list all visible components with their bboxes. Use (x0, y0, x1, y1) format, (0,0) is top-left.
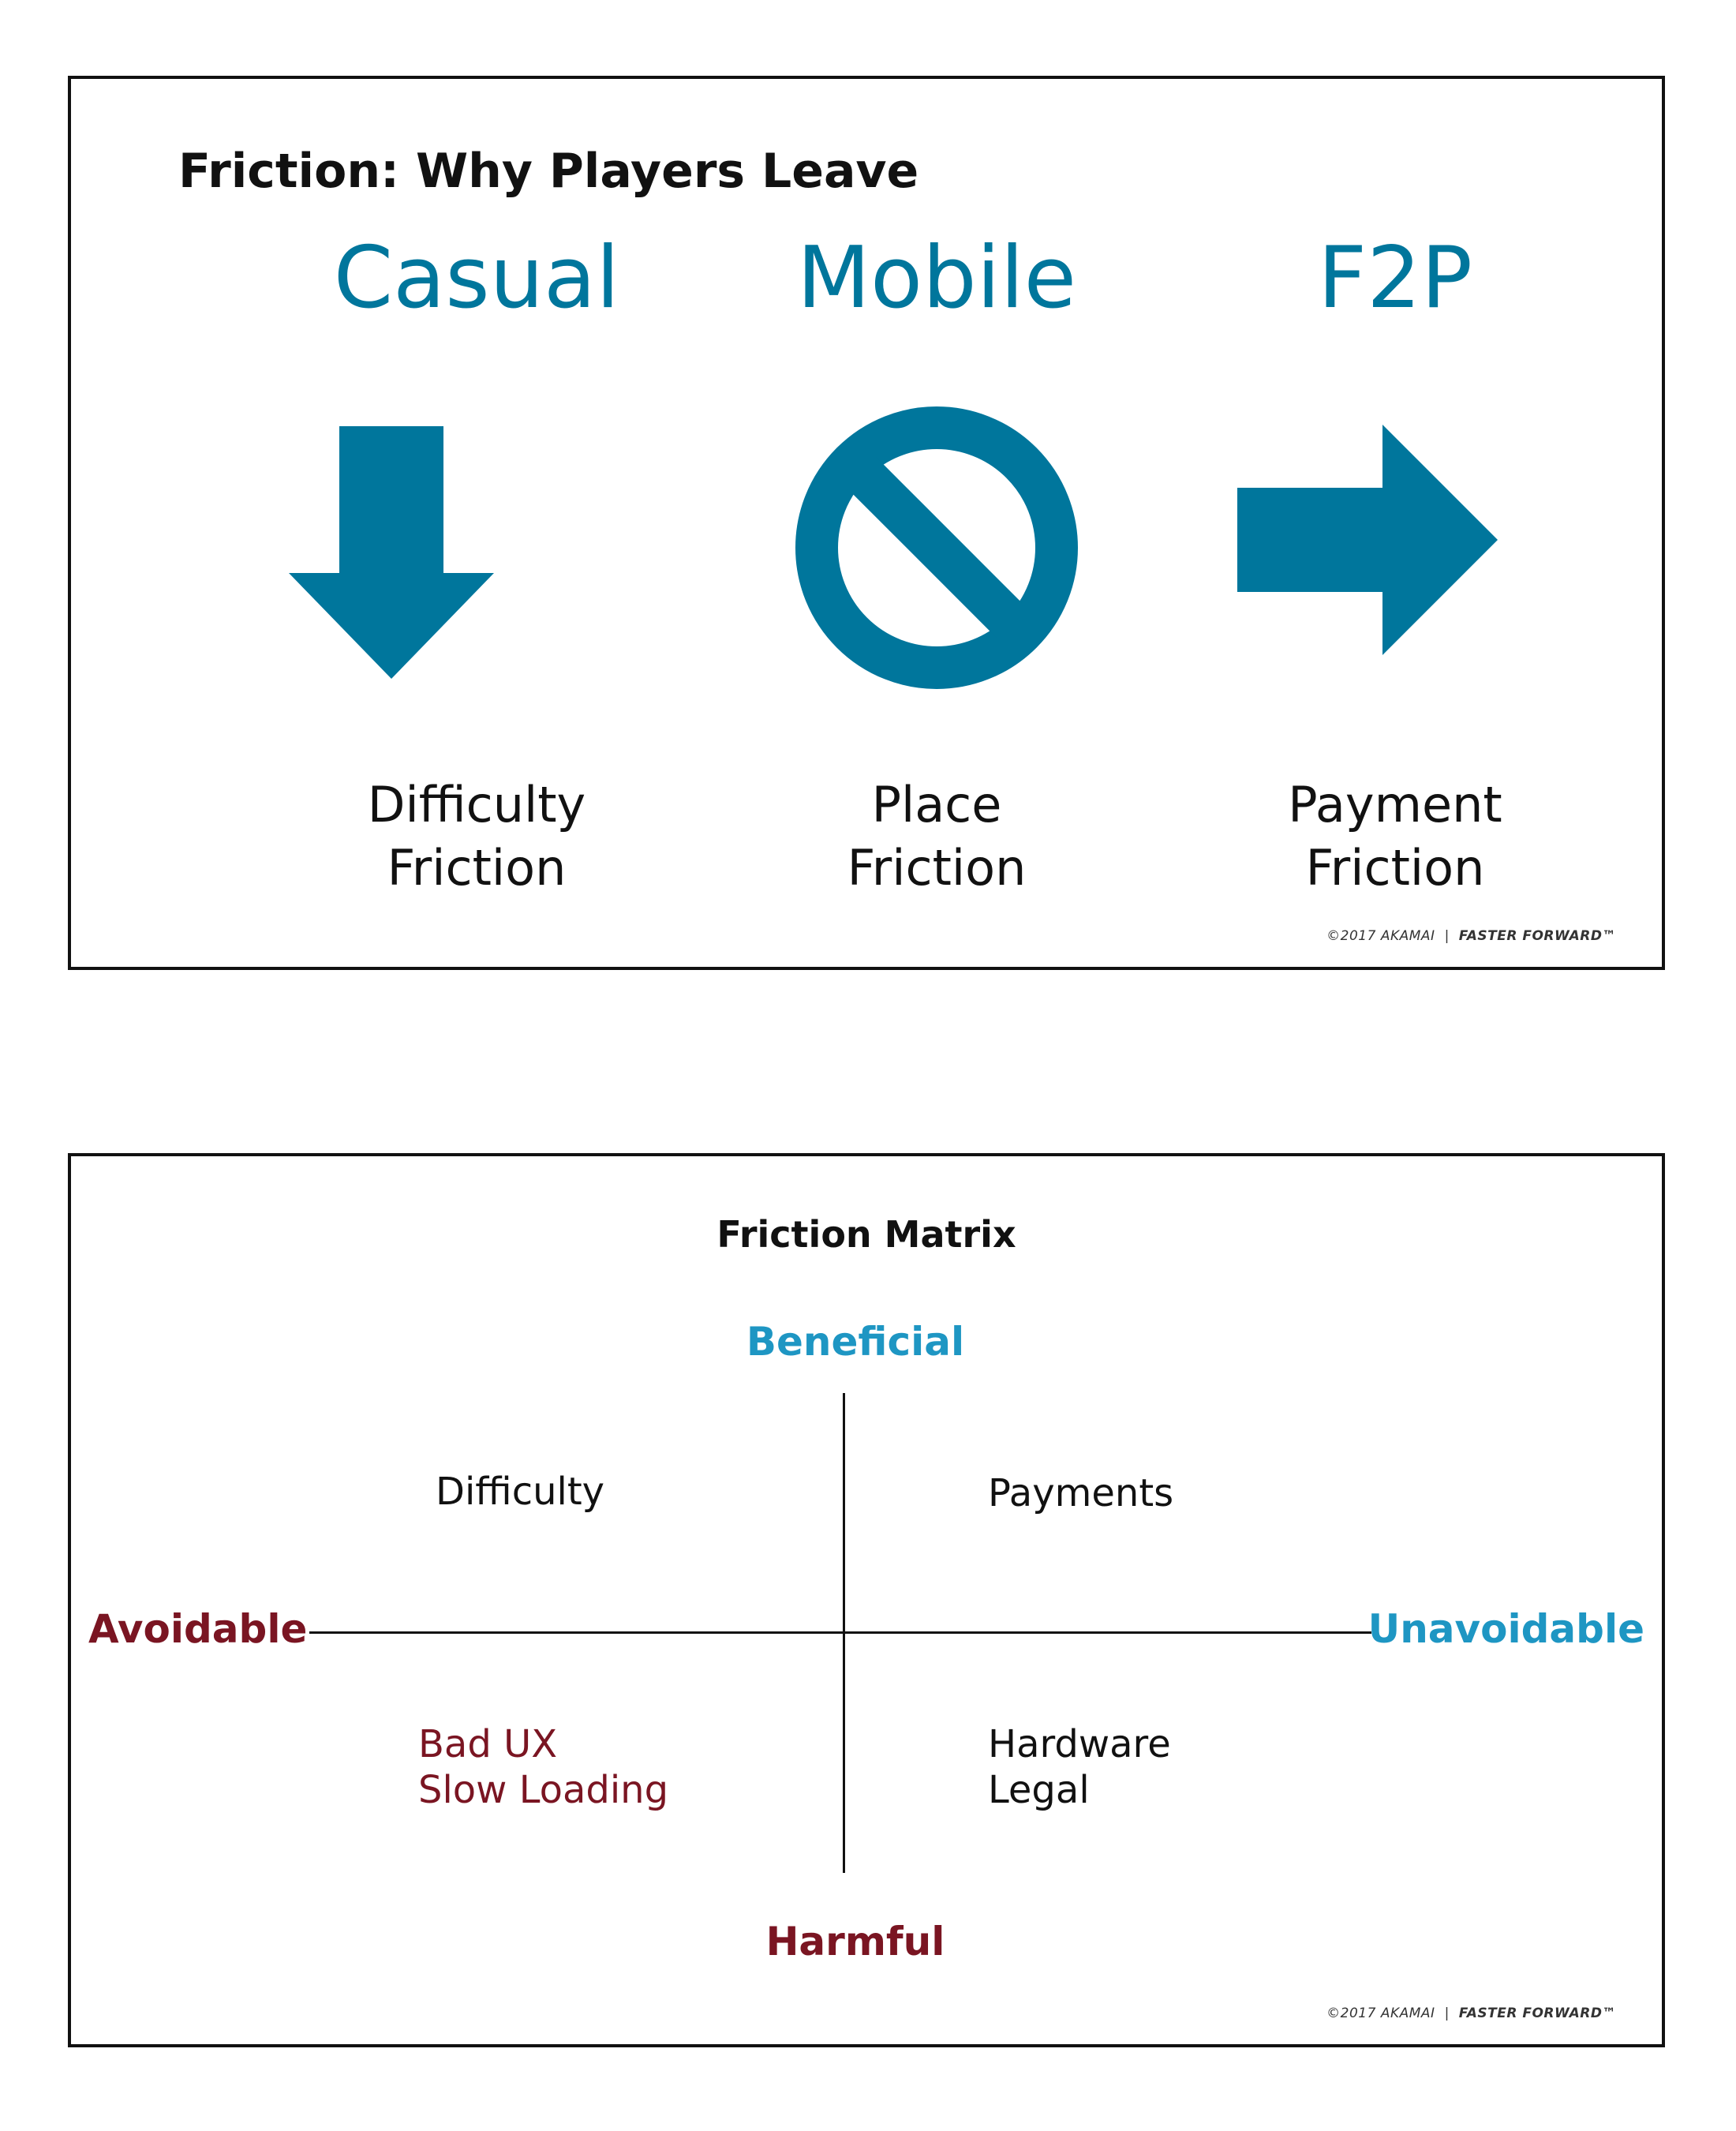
right-arrow-icon (1237, 425, 1498, 655)
footer-copyright: ©2017 AKAMAI (1326, 2006, 1435, 2021)
slide-friction-matrix: Friction Matrix Beneficial Avoidable Una… (68, 1153, 1665, 2047)
label-line: Payment (1288, 776, 1502, 833)
column-label-payment-friction: Payment Friction (1158, 773, 1632, 900)
down-arrow-icon (289, 426, 494, 679)
quadrant-item: Legal (988, 1768, 1090, 1812)
footer-brand: FASTER FORWARD™ (1458, 928, 1616, 944)
label-line: Friction (387, 839, 567, 897)
slide-why-players-leave: Friction: Why Players Leave Casual Diffi… (68, 76, 1665, 970)
label-line: Place (871, 776, 1002, 833)
footer-separator: | (1444, 928, 1450, 944)
quadrant-top-right: Payments (988, 1470, 1173, 1516)
column-heading-mobile: Mobile (796, 229, 1077, 328)
quadrant-item: Slow Loading (418, 1768, 669, 1812)
column-label-difficulty-friction: Difficulty Friction (240, 773, 713, 900)
vertical-axis-line (843, 1393, 845, 1873)
slide-footer: ©2017 AKAMAI | FASTER FORWARD™ (1326, 928, 1616, 944)
column-label-place-friction: Place Friction (700, 773, 1173, 900)
axis-label-unavoidable: Unavoidable (1367, 1606, 1644, 1652)
slide-title: Friction Matrix (716, 1213, 1016, 1256)
quadrant-bottom-left: Bad UX Slow Loading (418, 1721, 668, 1813)
column-heading-f2p: F2P (1318, 229, 1472, 328)
quadrant-bottom-right: Hardware Legal (988, 1721, 1171, 1813)
quadrant-item: Difficulty (436, 1470, 605, 1514)
axis-label-harmful: Harmful (765, 1919, 945, 1964)
column-heading-casual: Casual (333, 229, 620, 328)
label-line: Friction (847, 839, 1027, 897)
slide-footer: ©2017 AKAMAI | FASTER FORWARD™ (1326, 2006, 1616, 2021)
label-line: Difficulty (367, 776, 586, 833)
footer-separator: | (1444, 2006, 1450, 2021)
axis-label-avoidable: Avoidable (88, 1606, 308, 1652)
quadrant-top-left: Difficulty (436, 1469, 604, 1515)
horizontal-axis-line (309, 1631, 1371, 1634)
quadrant-item: Hardware (988, 1722, 1171, 1766)
axis-label-beneficial: Beneficial (746, 1319, 965, 1365)
label-line: Friction (1305, 839, 1485, 897)
footer-copyright: ©2017 AKAMAI (1326, 928, 1435, 944)
quadrant-item: Bad UX (418, 1722, 558, 1766)
slide-title: Friction: Why Players Leave (178, 144, 919, 199)
prohibited-icon (795, 406, 1078, 689)
quadrant-item: Payments (988, 1471, 1174, 1515)
footer-brand: FASTER FORWARD™ (1458, 2006, 1616, 2021)
